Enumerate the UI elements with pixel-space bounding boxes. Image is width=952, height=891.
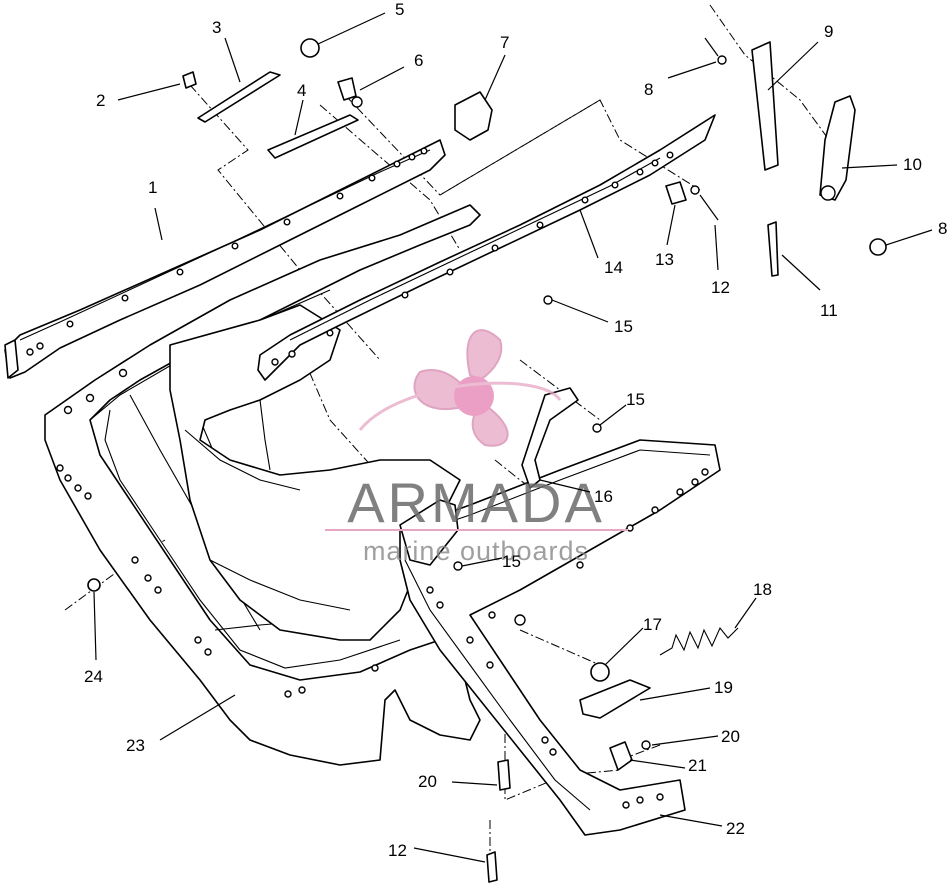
callout-5: 5: [395, 0, 404, 19]
callout-22: 22: [726, 819, 745, 838]
callout-12-upper: 12: [711, 278, 730, 297]
callout-19: 19: [714, 678, 733, 697]
callout-24: 24: [84, 667, 103, 686]
callout-11: 11: [820, 301, 838, 320]
callout-13: 13: [655, 250, 674, 269]
callout-15-middle: 15: [626, 390, 645, 409]
seat-base-panel: [169, 304, 461, 641]
callout-20-right: 20: [721, 727, 740, 746]
callout-15-upper: 15: [614, 317, 633, 336]
callout-8-right: 8: [938, 219, 947, 238]
callout-1: 1: [148, 178, 157, 197]
callout-12-lower: 12: [388, 841, 407, 860]
callout-10: 10: [903, 155, 922, 174]
callout-9: 9: [824, 22, 833, 41]
callout-16: 16: [594, 487, 613, 506]
part-22-side-rail: [399, 439, 721, 836]
callout-3: 3: [212, 18, 221, 37]
callout-6: 6: [414, 51, 423, 70]
watermark-brand: ARMADA: [347, 471, 605, 534]
watermark-tagline: marine outboards: [363, 536, 589, 566]
callout-4: 4: [297, 81, 306, 100]
small-hardware: [87, 37, 887, 883]
callout-7: 7: [500, 33, 509, 52]
callout-23: 23: [126, 736, 145, 755]
watermark-logo: [358, 329, 562, 447]
callout-20-left: 20: [418, 772, 437, 791]
callout-21: 21: [688, 756, 707, 775]
callout-17: 17: [643, 615, 662, 634]
callout-18: 18: [753, 580, 772, 599]
callout-15-lower: 15: [502, 552, 521, 571]
callout-8-top: 8: [644, 80, 653, 99]
orbit-ring: [358, 381, 562, 431]
part-14-upper-rail: [257, 114, 716, 381]
callout-2: 2: [96, 91, 105, 110]
callout-labels: 1 2 3 4 5 6 7 8 8 9 10 11 12 12 13 14 15…: [84, 0, 947, 860]
callout-14: 14: [604, 258, 623, 277]
leader-lines: [93, 12, 933, 863]
part-1-upper-rail: [4, 139, 446, 379]
